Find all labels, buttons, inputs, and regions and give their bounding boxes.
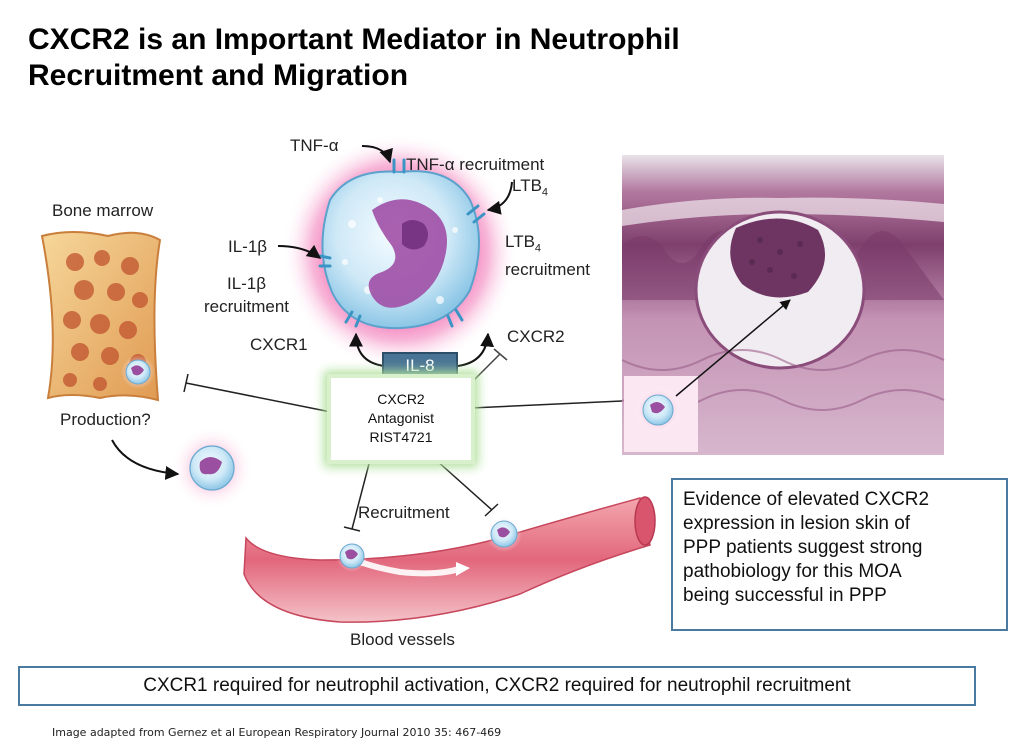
title-line-2: Recruitment and Migration bbox=[28, 59, 409, 92]
skin-histology-image bbox=[621, 155, 945, 455]
evidence-line-4: pathobiology for this MOA bbox=[683, 561, 902, 582]
ltb4-label: LTB4 bbox=[512, 176, 549, 199]
tnf-alpha-label: TNF-α bbox=[290, 136, 339, 155]
circulating-neutrophil bbox=[170, 426, 254, 510]
evidence-callout: Evidence of elevated CXCR2 expression in… bbox=[671, 478, 1008, 631]
cxcr2-inhibition-line bbox=[469, 353, 501, 385]
antagonist-line-3: RIST4721 bbox=[369, 429, 433, 445]
il1b-label: IL-1β bbox=[228, 237, 268, 256]
cxcr2-antagonist-box: CXCR2 Antagonist RIST4721 bbox=[331, 378, 471, 460]
blood-vessel-illustration bbox=[243, 496, 656, 623]
summary-callout: CXCR1 required for neutrophil activation… bbox=[18, 666, 976, 706]
evidence-line-3: PPP patients suggest strong bbox=[683, 537, 923, 558]
evidence-line-5: being successful in PPP bbox=[683, 585, 887, 606]
ltb4-recruitment-label: LTB4 recruitment bbox=[505, 232, 591, 280]
antagonist-line-2: Antagonist bbox=[367, 410, 435, 426]
production-arrow bbox=[111, 439, 180, 480]
ltb4-arrow bbox=[486, 181, 513, 215]
tnf-arrow bbox=[361, 145, 393, 164]
bone-marrow-illustration bbox=[40, 231, 162, 402]
central-neutrophil bbox=[282, 134, 518, 370]
inhibit-recruitment-left bbox=[351, 459, 371, 530]
antagonist-line-1: CXCR2 bbox=[377, 391, 425, 407]
cxcr1-activation-arrow bbox=[349, 332, 385, 367]
link-skin-line bbox=[470, 400, 623, 409]
source-caption: Image adapted from Gernez et al European… bbox=[52, 726, 502, 739]
il8-box: IL-8 bbox=[382, 352, 458, 380]
slide-title: CXCR2 is an Important Mediator in Neutro… bbox=[28, 22, 928, 94]
cxcr1-label: CXCR1 bbox=[250, 335, 308, 354]
title-line-1: CXCR2 is an Important Mediator in Neutro… bbox=[28, 23, 680, 56]
bone-marrow-label: Bone marrow bbox=[52, 201, 154, 220]
cxcr2-label: CXCR2 bbox=[507, 327, 565, 346]
il1b-arrow bbox=[277, 244, 322, 259]
recruitment-label: Recruitment bbox=[358, 503, 450, 522]
tnf-alpha-recruitment-label: TNF-α recruitment bbox=[406, 155, 545, 174]
cxcr2-activation-arrow bbox=[457, 332, 495, 367]
evidence-line-2: expression in lesion skin of bbox=[683, 513, 911, 534]
evidence-line-1: Evidence of elevated CXCR2 bbox=[683, 489, 930, 510]
production-label: Production? bbox=[60, 410, 151, 429]
inhibit-bone-marrow-line bbox=[185, 382, 332, 413]
inhibit-recruitment-right bbox=[435, 459, 493, 511]
il1b-recruitment-label: IL-1β recruitment bbox=[204, 274, 290, 316]
blood-vessels-label: Blood vessels bbox=[350, 630, 455, 649]
